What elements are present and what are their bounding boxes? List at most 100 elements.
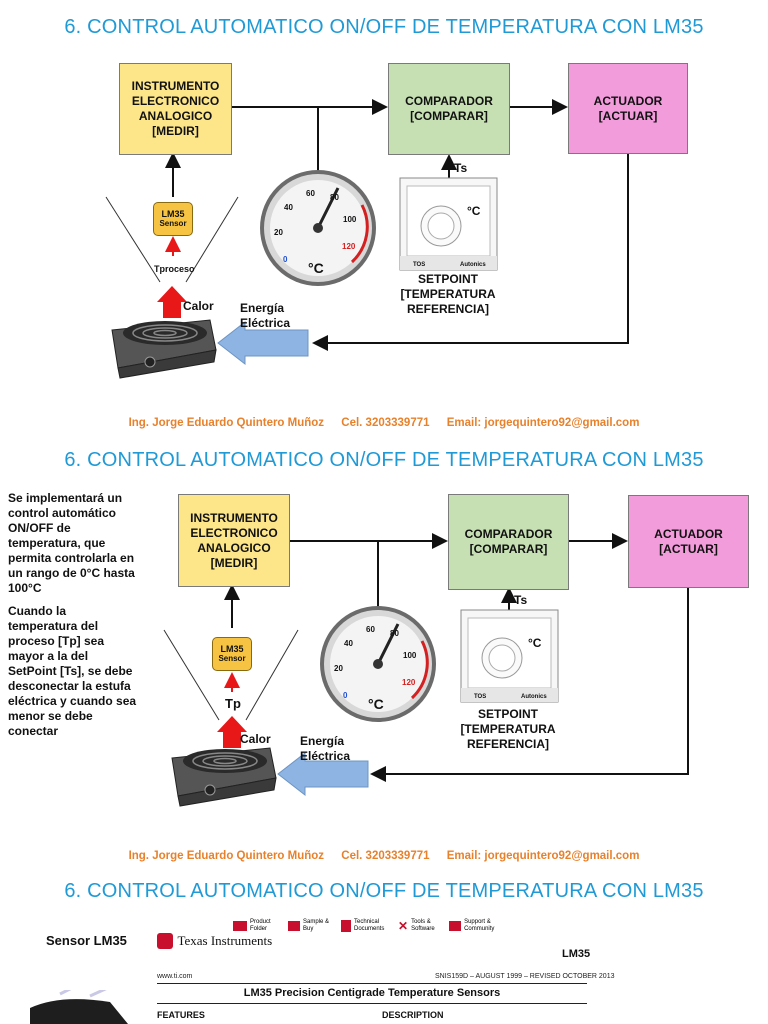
block-line: INSTRUMENTO xyxy=(131,79,220,93)
svg-text:°C: °C xyxy=(467,204,481,218)
sensor-lm35-label: Sensor LM35 xyxy=(46,933,127,948)
ti-brand: Texas Instruments xyxy=(177,932,273,948)
svg-text:Autonics: Autonics xyxy=(460,262,486,268)
svg-text:°C: °C xyxy=(308,260,324,276)
doc-title: LM35 Precision Centigrade Temperature Se… xyxy=(243,987,501,999)
energy-arrow xyxy=(217,320,309,366)
footer-phone: Cel. 3203339771 xyxy=(341,850,430,862)
block-line: INSTRUMENTO xyxy=(190,510,278,525)
diagram-2-wiring: 0 20 40 60 80 100 120 °C °C TOS Autonics xyxy=(163,533,689,807)
svg-text:TOS: TOS xyxy=(474,694,486,700)
energia-label: Energía Eléctrica xyxy=(240,301,291,330)
svg-text:100: 100 xyxy=(343,215,357,224)
ts-label: Ts xyxy=(514,593,528,607)
svg-text:0: 0 xyxy=(343,691,348,700)
block-comparador: COMPARADOR [COMPARAR] xyxy=(448,494,569,590)
tp-label: Tp xyxy=(225,696,241,711)
svg-text:80: 80 xyxy=(390,629,399,638)
lm35-sensor: LM35 Sensor xyxy=(153,202,193,236)
heat-arrow xyxy=(217,716,247,748)
support-icon xyxy=(449,921,462,931)
block-line: COMPARADOR xyxy=(464,527,553,541)
block-instrumento: INSTRUMENTO ELECTRONICO ANALOGICO [MEDIR… xyxy=(178,494,290,587)
temperature-controller-icon xyxy=(399,177,498,271)
temperature-controller-icon xyxy=(460,609,559,703)
cart-icon xyxy=(288,921,300,931)
document-icon xyxy=(341,920,351,932)
block-line: ELECTRONICO xyxy=(190,525,278,540)
sensor-sub: Sensor xyxy=(218,654,246,663)
folder-icon xyxy=(233,921,247,931)
svg-text:60: 60 xyxy=(366,625,375,634)
block-line: [COMPARAR] xyxy=(410,109,488,123)
page-title-2: 6. CONTROL AUTOMATICO ON/OFF DE TEMPERAT… xyxy=(64,449,704,471)
energy-arrow xyxy=(277,751,369,797)
tools-icon: ✕ xyxy=(398,919,409,933)
ti-link-support-community[interactable]: Support & Community xyxy=(449,919,500,933)
description-p2: Cuando la temperatura del proceso [Tp] s… xyxy=(8,604,137,738)
energia-label: Energía Eléctrica xyxy=(300,734,351,763)
block-line: ELECTRONICO xyxy=(131,94,220,108)
block-line: [ACTUAR] xyxy=(659,541,718,556)
footer-email: Email: jorgequintero92@gmail.com xyxy=(446,850,640,862)
block-actuador: ACTUADOR [ACTUAR] xyxy=(628,495,749,588)
svg-text:80: 80 xyxy=(330,193,339,202)
ti-docnum: SNIS159D – AUGUST 1999 – REVISED OCTOBER… xyxy=(435,973,615,980)
footer: Ing. Jorge Eduardo Quintero Muñoz Cel. 3… xyxy=(0,417,768,429)
block-instrumento: INSTRUMENTO ELECTRONICO ANALOGICO [MEDIR… xyxy=(119,63,232,155)
svg-text:120: 120 xyxy=(402,678,416,687)
ti-site: www.ti.com xyxy=(157,973,193,980)
sensor-name: LM35 xyxy=(161,209,185,219)
calor-label: Calor xyxy=(183,299,214,313)
electric-stove-icon xyxy=(111,319,217,379)
features-heading: FEATURES xyxy=(157,1010,205,1020)
block-comparador: COMPARADOR [COMPARAR] xyxy=(388,63,510,155)
svg-text:°C: °C xyxy=(368,696,384,712)
footer-name: Ing. Jorge Eduardo Quintero Muñoz xyxy=(128,850,325,862)
footer-phone: Cel. 3203339771 xyxy=(341,417,430,429)
ti-link-tools-software[interactable]: ✕Tools & Software xyxy=(398,919,435,933)
ti-link-technical-documents[interactable]: Technical Documents xyxy=(341,919,388,933)
page-title-3: 6. CONTROL AUTOMATICO ON/OFF DE TEMPERAT… xyxy=(64,880,704,902)
block-actuador: ACTUADOR [ACTUAR] xyxy=(568,63,688,154)
svg-text:60: 60 xyxy=(306,189,315,198)
footer-2: Ing. Jorge Eduardo Quintero Muñoz Cel. 3… xyxy=(0,850,768,862)
svg-text:0: 0 xyxy=(283,255,288,264)
electric-stove-icon xyxy=(171,747,277,807)
analog-gauge-icon xyxy=(320,606,436,722)
svg-text:100: 100 xyxy=(403,651,417,660)
description-p1: Se implementará un control automático ON… xyxy=(8,491,135,595)
lm35-package-icon xyxy=(30,990,128,1024)
block-line: ANALOGICO xyxy=(197,540,271,555)
block-line: ANALOGICO xyxy=(138,109,213,123)
heat-arrow xyxy=(157,286,187,318)
sensor-name: LM35 xyxy=(220,644,244,654)
svg-text:20: 20 xyxy=(274,228,283,237)
block-line: ACTUADOR xyxy=(654,526,723,541)
block-line: ACTUADOR xyxy=(593,93,663,108)
ti-logo: Texas Instruments xyxy=(157,932,272,950)
part-number: LM35 xyxy=(562,948,591,960)
svg-text:TOS: TOS xyxy=(413,262,425,268)
setpoint-label: SETPOINT [TEMPERATURA REFERENCIA] xyxy=(460,707,556,751)
ti-link-sample-buy[interactable]: Sample & Buy xyxy=(288,919,331,933)
ts-label: Ts xyxy=(454,161,468,175)
sensor-sub: Sensor xyxy=(159,219,187,228)
block-line: [COMPARAR] xyxy=(469,542,548,556)
block-line: [ACTUAR] xyxy=(598,108,658,123)
svg-text:120: 120 xyxy=(342,242,356,251)
svg-text:Autonics: Autonics xyxy=(521,694,547,700)
ti-logo-icon xyxy=(157,932,173,949)
footer-name: Ing. Jorge Eduardo Quintero Muñoz xyxy=(128,417,325,429)
diagram-1-wiring: 0 20 40 60 80 100 120 °C °C TOS Autonics xyxy=(105,99,629,379)
ti-link-product-folder[interactable]: Product Folder xyxy=(233,919,278,933)
ti-link-bar: Product Folder Sample & Buy Technical Do… xyxy=(233,919,500,933)
block-line: [MEDIR] xyxy=(152,124,199,138)
description-heading: DESCRIPTION xyxy=(382,1010,444,1020)
lm35-sensor: LM35 Sensor xyxy=(212,637,252,671)
description-text: Se implementará un control automático ON… xyxy=(8,491,138,747)
svg-text:40: 40 xyxy=(344,639,353,648)
tproceso-label: Tproceso xyxy=(154,264,195,274)
block-line: [MEDIR] xyxy=(210,555,258,570)
svg-text:°C: °C xyxy=(528,636,542,650)
